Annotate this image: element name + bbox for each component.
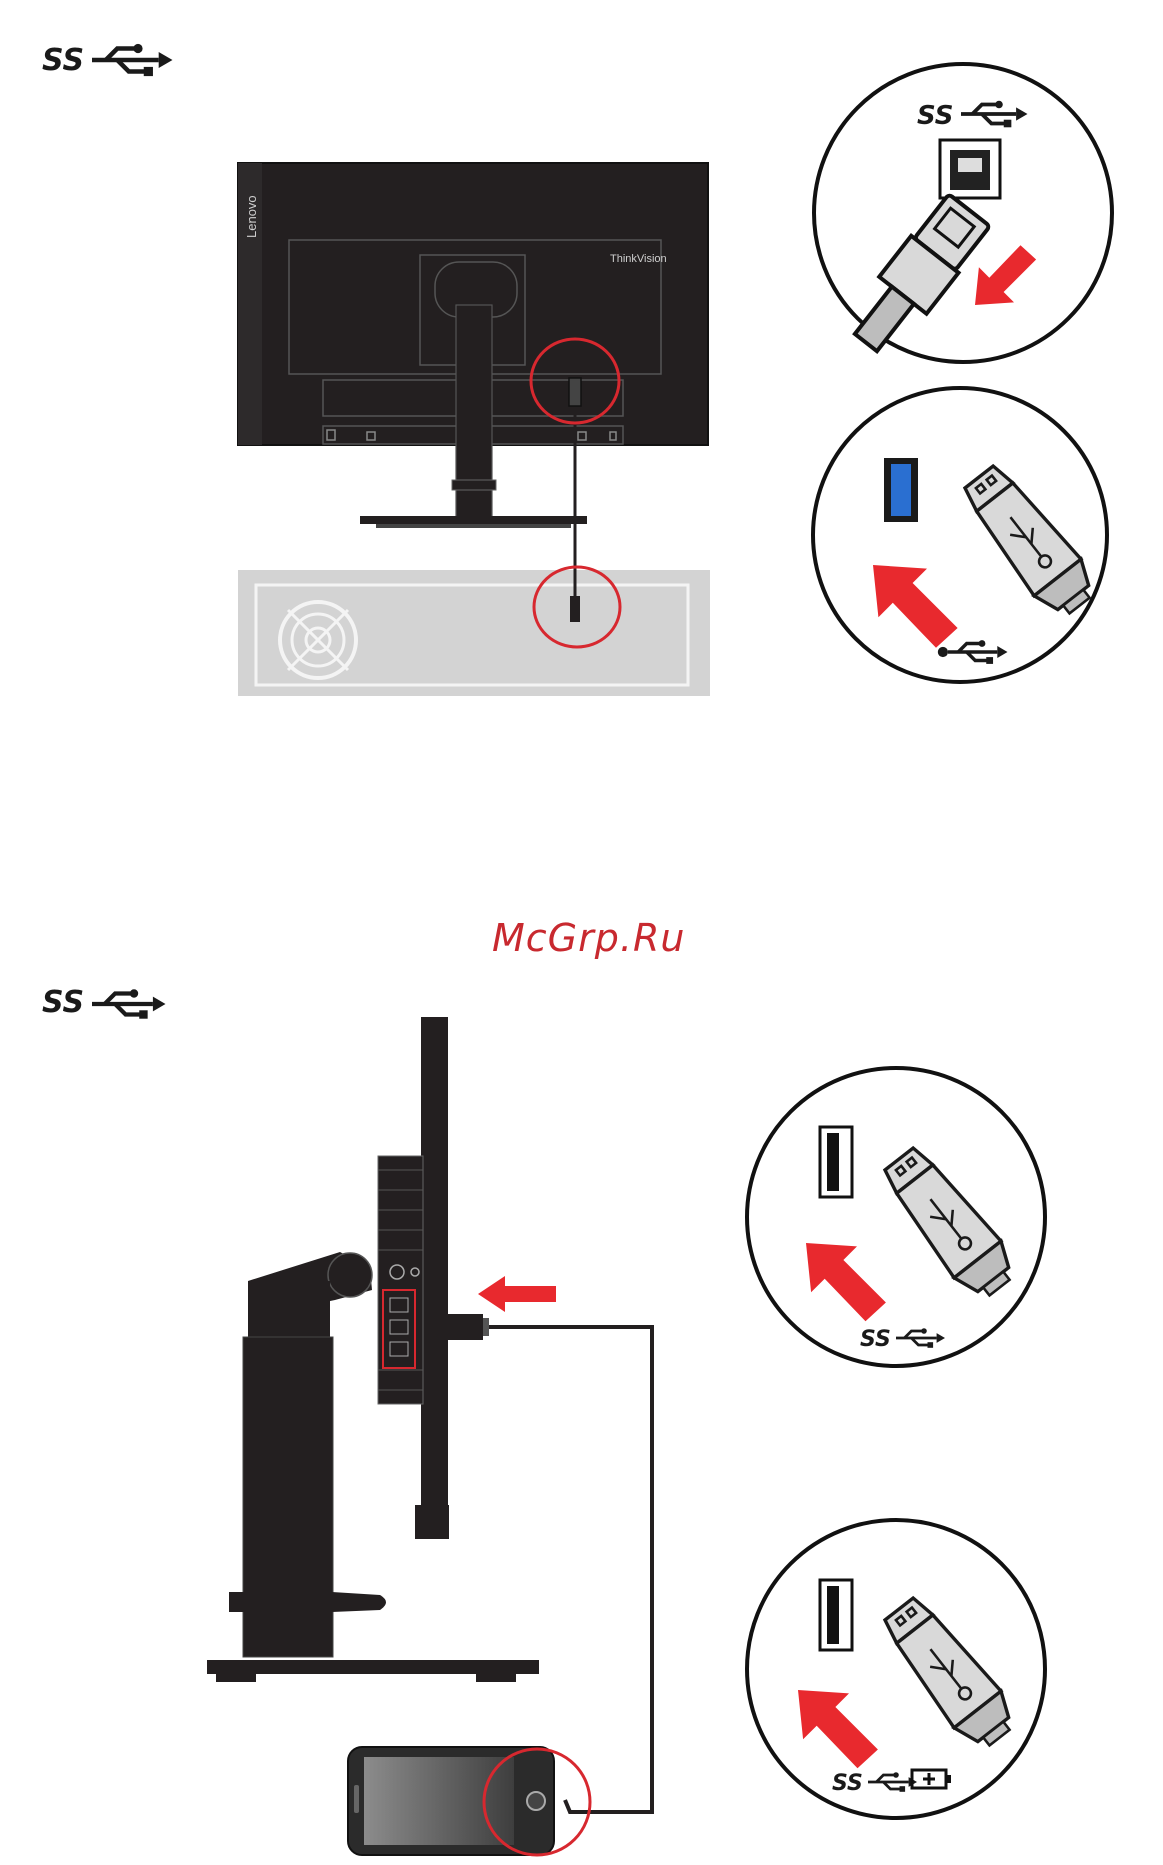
monitor-bottom-lip: [415, 1505, 449, 1539]
monitor-side-view: [207, 1017, 539, 1682]
stand-upper-column: [248, 1281, 330, 1337]
lenovo-logo: Lenovo: [244, 195, 259, 238]
phone-home-button: [527, 1792, 545, 1810]
monitor-rear-view: Lenovo ThinkVision: [238, 163, 708, 528]
svg-text:SS: SS: [832, 1771, 863, 1796]
stand-pivot: [328, 1253, 372, 1297]
monitor-panel-edge: [421, 1017, 448, 1517]
fan-grille-icon: [280, 602, 356, 678]
thinkvision-logo: ThinkVision: [610, 253, 667, 265]
mobile-phone: [348, 1747, 554, 1855]
stand-base-side: [207, 1660, 539, 1674]
usb-a-connector: [570, 596, 580, 622]
callout-usb-b-upstream: SS: [814, 64, 1112, 362]
svg-text:SS: SS: [860, 1327, 891, 1352]
svg-text:SS: SS: [917, 101, 954, 131]
cable-clip-side: [229, 1592, 332, 1612]
ss-label: SS: [42, 985, 84, 1020]
callout-usb-a-usb3: [813, 388, 1107, 682]
usb-charging-cable: [447, 1314, 652, 1812]
ss-label: SS: [42, 43, 84, 78]
cable-clip: [452, 480, 496, 490]
red-arrow-left: [478, 1276, 556, 1312]
superspeed-usb-icon: SS: [42, 43, 173, 78]
computer-case: [238, 570, 710, 696]
callout-usb-a-charging: SS: [747, 1520, 1045, 1818]
watermark: McGrp.Ru: [492, 916, 685, 960]
stand-base-foot: [376, 524, 571, 528]
usb-b-port-icon: [940, 140, 1000, 198]
usb-a-connector-side: [447, 1314, 483, 1340]
usb-b-connector: [569, 378, 581, 406]
stand-base: [360, 516, 587, 524]
callout-usb-a-superspeed: SS: [747, 1068, 1045, 1366]
rear-housing: [378, 1156, 423, 1404]
superspeed-usb-icon: SS: [42, 985, 166, 1020]
phone-speaker: [354, 1785, 359, 1813]
